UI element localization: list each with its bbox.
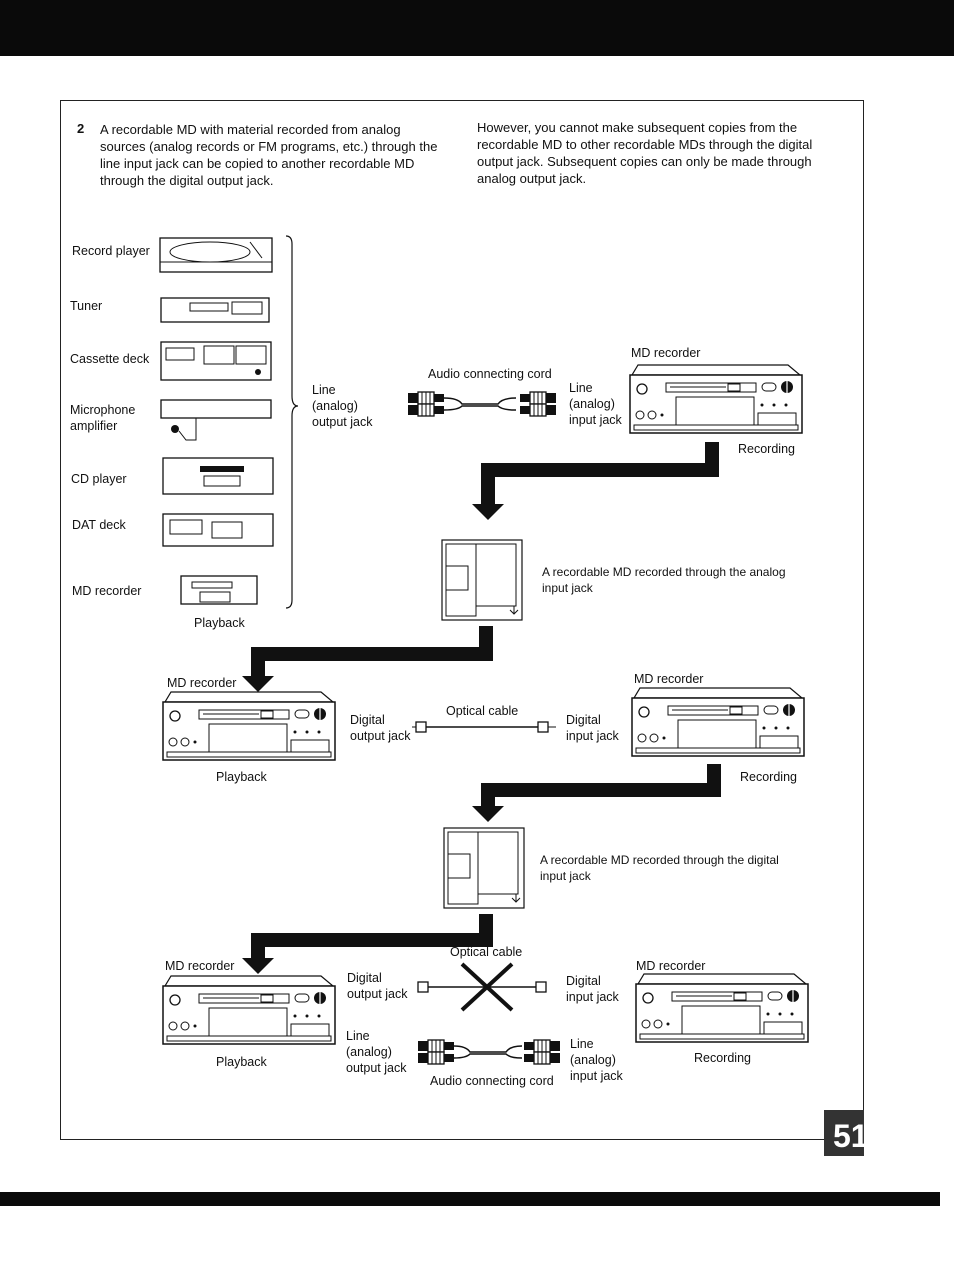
audio-cord-label-1: Audio connecting cord	[428, 367, 552, 381]
flow-arrow-4	[251, 914, 493, 962]
line-analog-output-label-1: Line (analog) output jack	[312, 383, 373, 429]
dat-deck-icon	[162, 513, 274, 547]
digital-output-label-3: Digital output jack	[347, 971, 408, 1001]
record-player-icon	[159, 237, 273, 273]
recording-label-2: Recording	[740, 770, 797, 784]
digital-input-label-2: Digital input jack	[566, 713, 619, 743]
recording-label-1: Recording	[738, 442, 795, 456]
sources-playback-caption: Playback	[194, 616, 245, 630]
minidisc-digital-icon	[443, 827, 525, 909]
bottom-black-band	[0, 1192, 940, 1206]
source-cd-player: CD player	[71, 472, 127, 486]
source-tuner: Tuner	[70, 299, 103, 313]
minidisc-analog-icon	[441, 539, 523, 621]
md-analog-caption: A recordable MD recorded through the ana…	[542, 565, 786, 595]
recording-label-3: Recording	[694, 1051, 751, 1065]
source-dat-deck: DAT deck	[72, 518, 126, 532]
sources-brace	[285, 235, 299, 609]
md-recorder-device-4	[162, 975, 336, 1045]
md-recorder-label-2: MD recorder	[167, 676, 237, 690]
md-recorder-device-2	[162, 691, 336, 761]
md-recorder-device-5	[635, 973, 809, 1043]
flow-arrow-1	[481, 442, 719, 508]
md-recorder-small-icon	[180, 575, 258, 605]
tuner-icon	[160, 297, 270, 323]
line-analog-input-label-1: Line (analog) input jack	[569, 381, 622, 427]
microphone-amplifier-icon	[160, 399, 272, 441]
md-digital-caption: A recordable MD recorded through the dig…	[540, 853, 779, 883]
digital-output-label-2: Digital output jack	[350, 713, 411, 743]
top-black-band	[0, 0, 954, 56]
page-frame	[60, 100, 864, 1140]
optical-cable-label-2: Optical cable	[446, 704, 519, 718]
audio-connecting-cord-1	[407, 391, 557, 417]
cassette-deck-icon	[160, 341, 272, 381]
page-number: 51	[833, 1118, 869, 1154]
digital-input-label-3: Digital input jack	[566, 974, 619, 1004]
optical-cable-2	[412, 721, 556, 733]
audio-connecting-cord-3	[417, 1039, 561, 1065]
line-analog-output-label-3: Line (analog) output jack	[346, 1029, 407, 1075]
source-record-player: Record player	[72, 244, 150, 258]
step-number: 2	[77, 121, 85, 136]
line-analog-input-label-3: Line (analog) input jack	[570, 1037, 623, 1083]
md-recorder-label-5: MD recorder	[636, 959, 706, 973]
md-recorder-device-3	[631, 687, 805, 757]
flow-arrow-3	[481, 764, 721, 810]
audio-cord-label-3: Audio connecting cord	[430, 1074, 554, 1088]
source-cassette-deck: Cassette deck	[70, 352, 150, 366]
source-microphone-amplifier: Microphone amplifier	[70, 403, 136, 433]
page-number-tab	[824, 1110, 864, 1156]
playback-label-2: Playback	[216, 770, 267, 784]
md-recorder-label-4: MD recorder	[165, 959, 235, 973]
md-recorder-device-1	[629, 364, 803, 434]
md-recorder-label-3: MD recorder	[634, 672, 704, 686]
source-md-recorder: MD recorder	[72, 584, 142, 598]
flow-arrow-2	[251, 626, 493, 680]
optical-cable-3	[417, 981, 547, 993]
step-text-left: A recordable MD with material recorded f…	[100, 122, 438, 188]
md-recorder-label-1: MD recorder	[631, 346, 701, 360]
optical-cable-label-3: Optical cable	[450, 945, 523, 959]
playback-label-3: Playback	[216, 1055, 267, 1069]
cd-player-icon	[162, 457, 274, 495]
step-text-right: However, you cannot make subsequent copi…	[477, 120, 813, 186]
prohibited-x-icon	[460, 962, 514, 1012]
